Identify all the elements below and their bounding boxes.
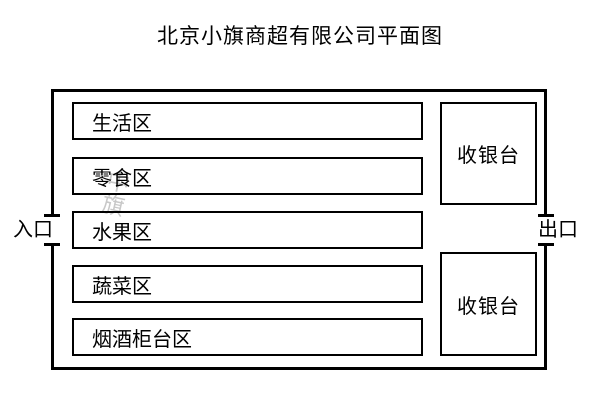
zone-box-fruit: 水果区 [72,211,423,249]
exit-door-tick-bottom [538,243,554,246]
zone-label: 水果区 [92,221,152,244]
zone-box-vegetable: 蔬菜区 [72,265,423,303]
checkout-label: 收银台 [457,145,520,167]
zone-label: 烟酒柜台区 [92,328,192,351]
zone-box-snack: 零食区 [72,157,423,195]
checkout-box-top: 收银台 [440,102,537,205]
zone-box-tobacco-alcohol: 烟酒柜台区 [72,318,423,356]
zone-label: 生活区 [92,112,152,135]
exit-door-gap [540,217,552,243]
entrance-label: 入口 [13,219,53,241]
zone-box-life: 生活区 [72,102,423,140]
entrance-door-gap [46,217,58,243]
checkout-box-bottom: 收银台 [440,252,537,356]
entrance-door-tick-top [44,214,60,217]
exit-door-tick-top [538,214,554,217]
exit-label: 出口 [538,219,578,241]
page-title: 北京小旗商超有限公司平面图 [157,25,443,48]
zone-label: 零食区 [92,167,152,190]
zone-label: 蔬菜区 [92,275,152,298]
checkout-label: 收银台 [457,295,520,318]
entrance-door-tick-bottom [44,243,60,246]
